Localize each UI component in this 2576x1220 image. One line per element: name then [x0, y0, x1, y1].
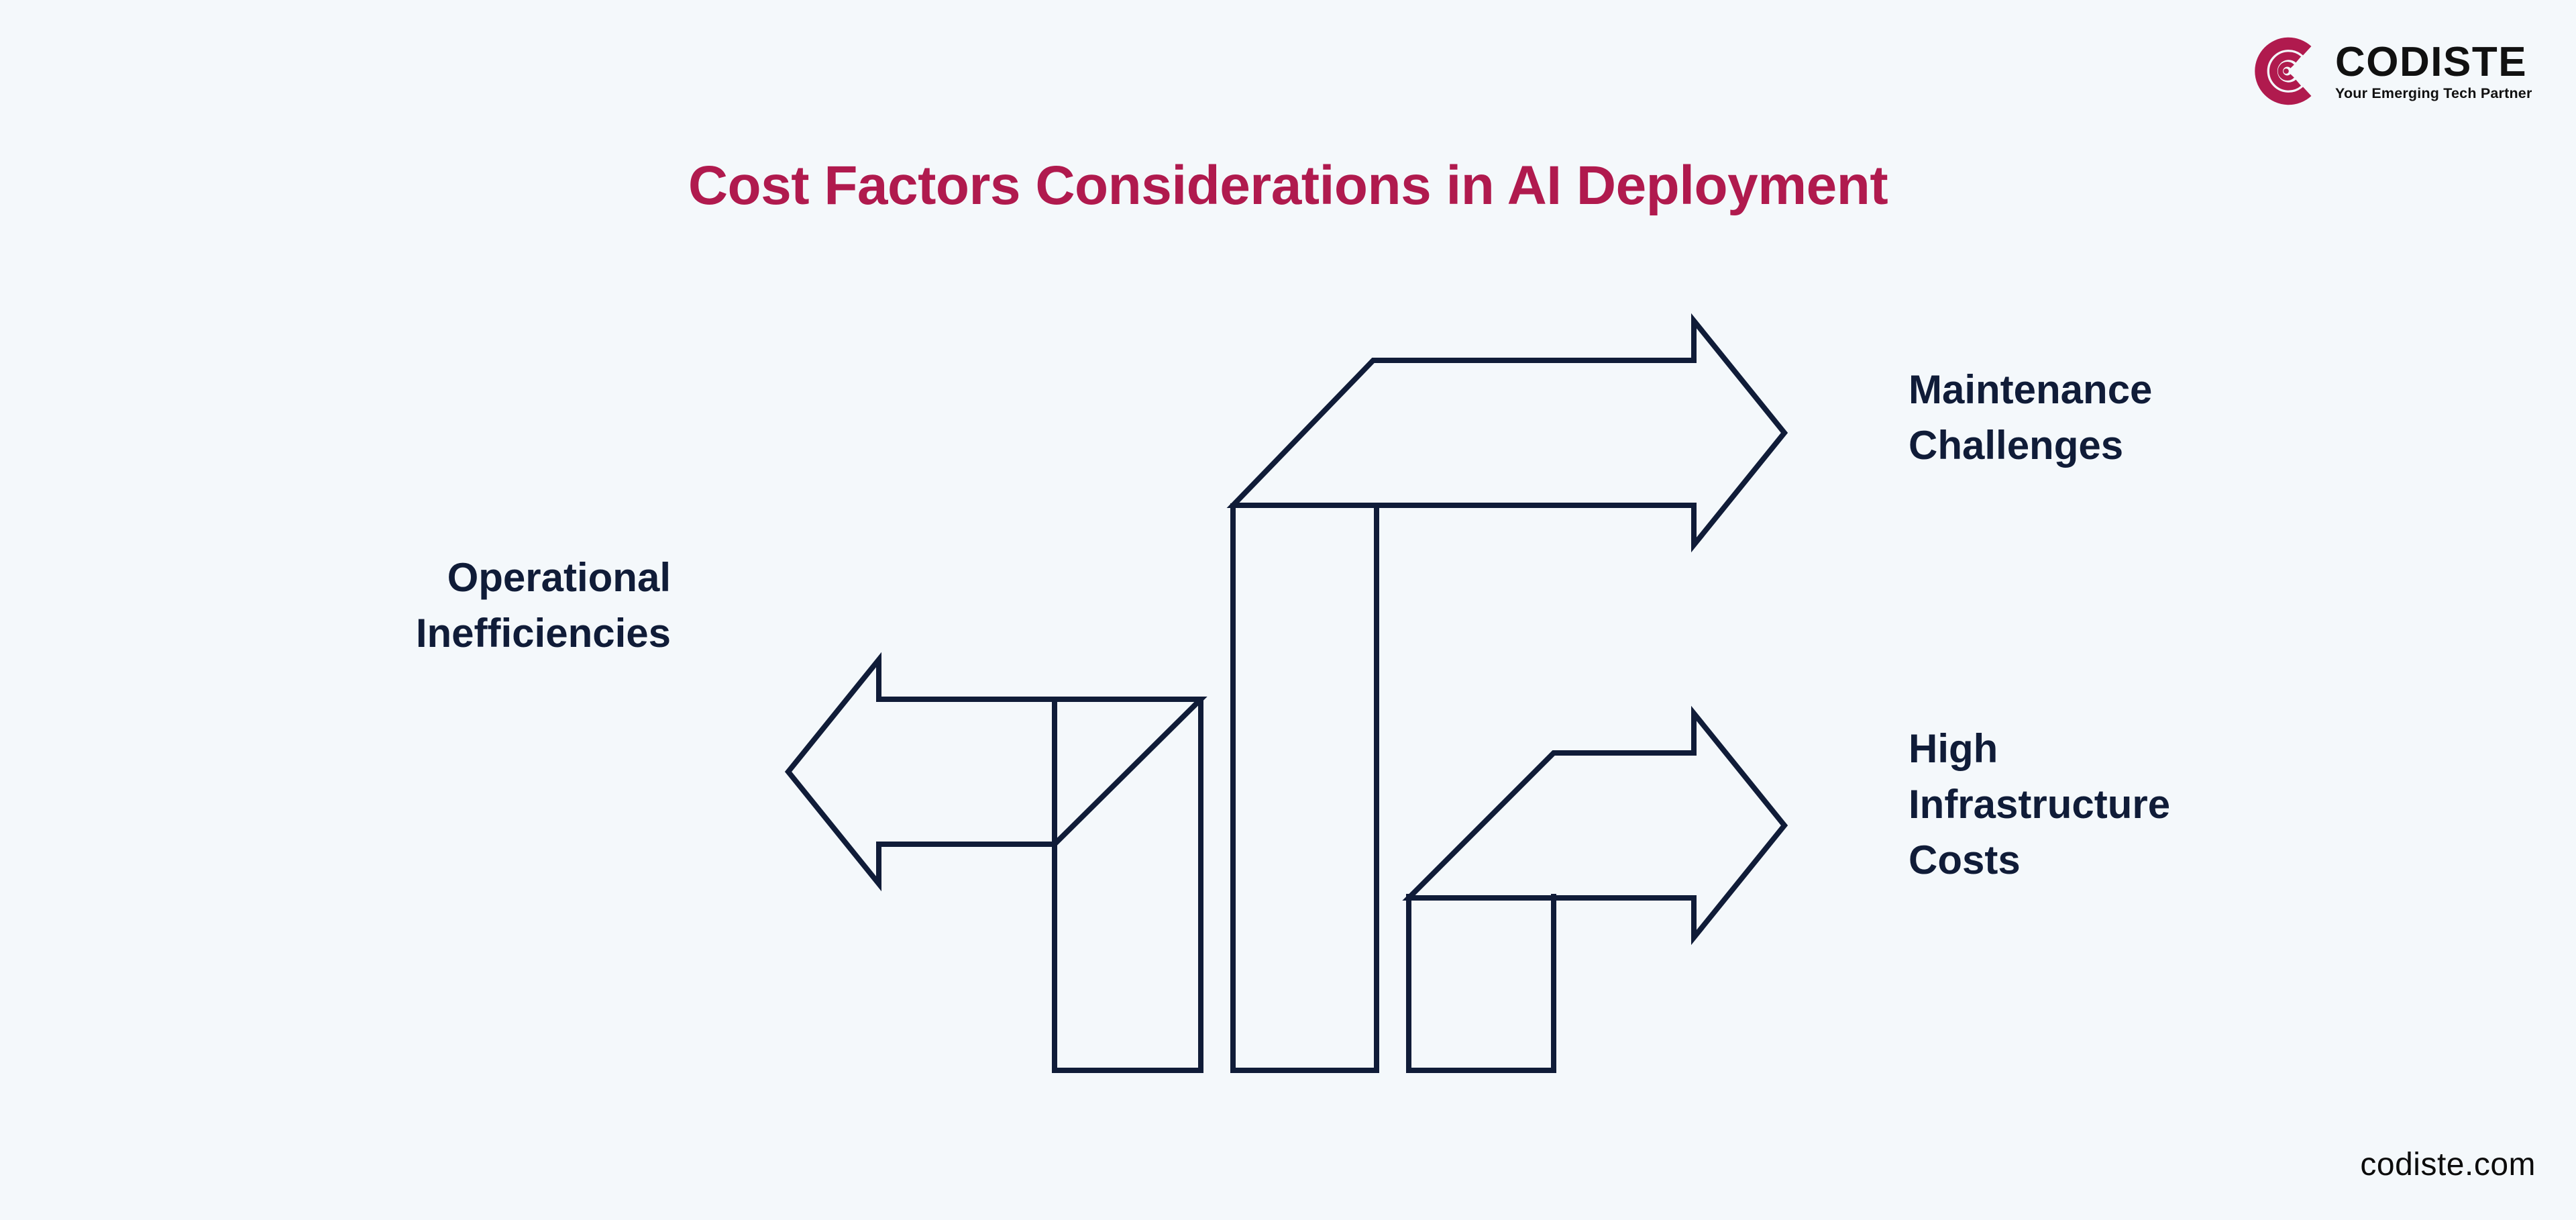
brand-logo[interactable]: CODISTE Your Emerging Tech Partner	[2251, 35, 2532, 107]
footer-website-url[interactable]: codiste.com	[2360, 1147, 2536, 1182]
brand-wordmark: CODISTE Your Emerging Tech Partner	[2335, 38, 2532, 101]
brand-tagline: Your Emerging Tech Partner	[2335, 85, 2532, 101]
bar-operational	[1052, 699, 1203, 1073]
bar-maintenance	[1230, 503, 1379, 1073]
codiste-logo-icon	[2255, 37, 2312, 105]
arrow-maintenance	[1226, 313, 1788, 553]
label-high-infrastructure-costs: High Infrastructure Costs	[1909, 726, 2171, 882]
arrow-operational	[784, 652, 1208, 892]
label-maintenance-challenges: Maintenance Challenges	[1909, 367, 2153, 468]
arrow-infrastructure	[1402, 705, 1788, 946]
label-operational-inefficiencies: Operational Inefficiencies	[415, 555, 671, 656]
page-title: Cost Factors Considerations in AI Deploy…	[688, 154, 1888, 216]
bar-infrastructure	[1406, 894, 1556, 1073]
brand-name: CODISTE	[2335, 38, 2528, 85]
